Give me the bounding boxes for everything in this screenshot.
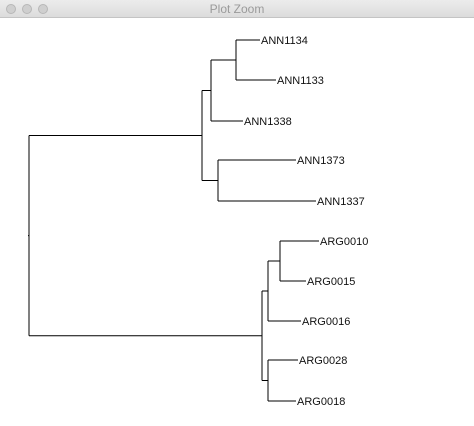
dendrogram-chart: ANN1134ANN1133ANN1338ANN1373ANN1337ARG00… (28, 35, 368, 408)
minimize-window-button[interactable] (22, 4, 32, 14)
leaf-label: ANN1337 (317, 196, 365, 208)
leaf-label: ARG0016 (302, 316, 350, 328)
leaf-label: ARG0010 (320, 236, 368, 248)
leaf-label: ANN1373 (297, 155, 345, 167)
zoom-window-button[interactable] (38, 4, 48, 14)
leaf-label: ANN1134 (261, 35, 308, 47)
title-bar: Plot Zoom (0, 0, 474, 18)
leaf-label: ANN1338 (244, 116, 292, 128)
leaf-label: ARG0018 (297, 396, 345, 408)
leaf-label: ANN1133 (277, 75, 324, 87)
window-title: Plot Zoom (209, 2, 265, 16)
close-window-button[interactable] (6, 4, 16, 14)
leaf-label: ARG0015 (307, 276, 355, 288)
leaf-label: ARG0028 (299, 355, 347, 367)
